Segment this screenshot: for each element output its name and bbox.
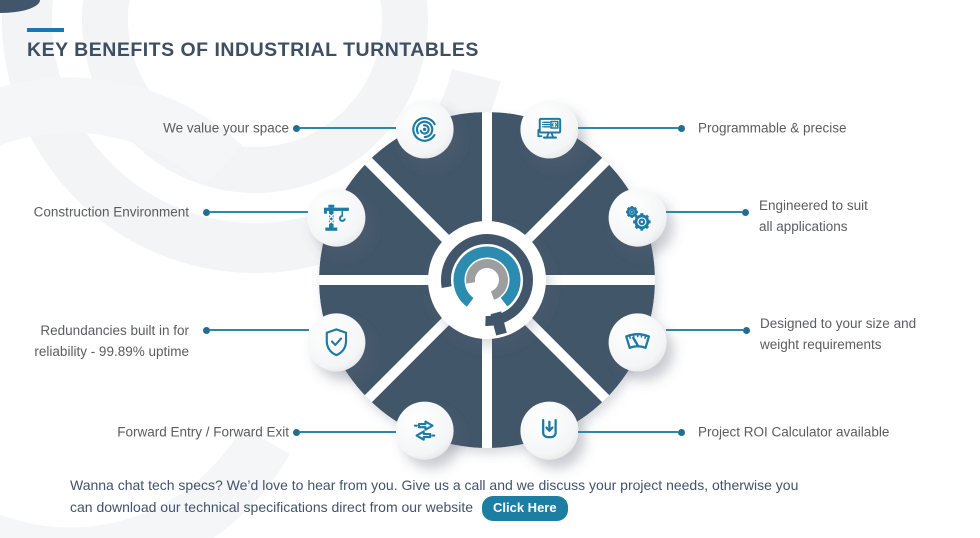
weight-scale-icon — [608, 313, 667, 372]
benefit-label-designed: Designed to your size and weight require… — [760, 316, 917, 352]
connector-dot — [743, 326, 750, 334]
center-logo — [428, 221, 546, 339]
connector-line — [666, 211, 742, 213]
connector-line — [578, 127, 678, 129]
connector-dot — [293, 428, 300, 436]
shield-check-icon — [307, 313, 366, 372]
connector-line — [299, 431, 396, 433]
swap-arrows-icon — [395, 401, 454, 460]
connector-line — [578, 431, 678, 433]
connector-line — [209, 211, 308, 213]
connector-dot — [203, 326, 210, 334]
title-accent-bar — [27, 28, 64, 32]
footer-line1: Wanna chat tech specs? We’d love to hear… — [70, 477, 799, 493]
benefit-label-forward: Forward Entry / Forward Exit — [117, 424, 289, 440]
connector-line — [209, 329, 309, 331]
connector-dot — [293, 124, 300, 132]
benefit-label-redundancy: Redundancies built in for reliability - … — [34, 323, 189, 359]
turntable-wheel-diagram — [307, 100, 667, 460]
connector-dot — [742, 208, 749, 216]
turntable-icon — [395, 100, 454, 159]
benefit-label-roi: Project ROI Calculator available — [698, 424, 890, 440]
click-here-button[interactable]: Click Here — [482, 496, 568, 521]
footer-text: Wanna chat tech specs? We’d love to hear… — [70, 474, 930, 521]
footer-line2: can download our technical specification… — [70, 499, 474, 515]
connector-dot — [678, 124, 685, 132]
benefit-label-construction: Construction Environment — [33, 204, 189, 220]
benefit-label-engineered: Engineered to suit all applications — [759, 198, 868, 234]
page-title: KEY BENEFITS OF INDUSTRIAL TURNTABLES — [27, 39, 479, 61]
benefit-label-programmable: Programmable & precise — [698, 120, 847, 136]
connector-dot — [678, 428, 685, 436]
monitor-code-icon — [520, 100, 579, 159]
connector-line — [299, 127, 396, 129]
connector-dot — [203, 208, 210, 216]
download-tray-icon — [520, 401, 579, 460]
benefit-label-space: We value your space — [163, 120, 289, 136]
connector-line — [666, 329, 743, 331]
crane-icon — [307, 188, 366, 247]
gears-icon — [608, 188, 667, 247]
